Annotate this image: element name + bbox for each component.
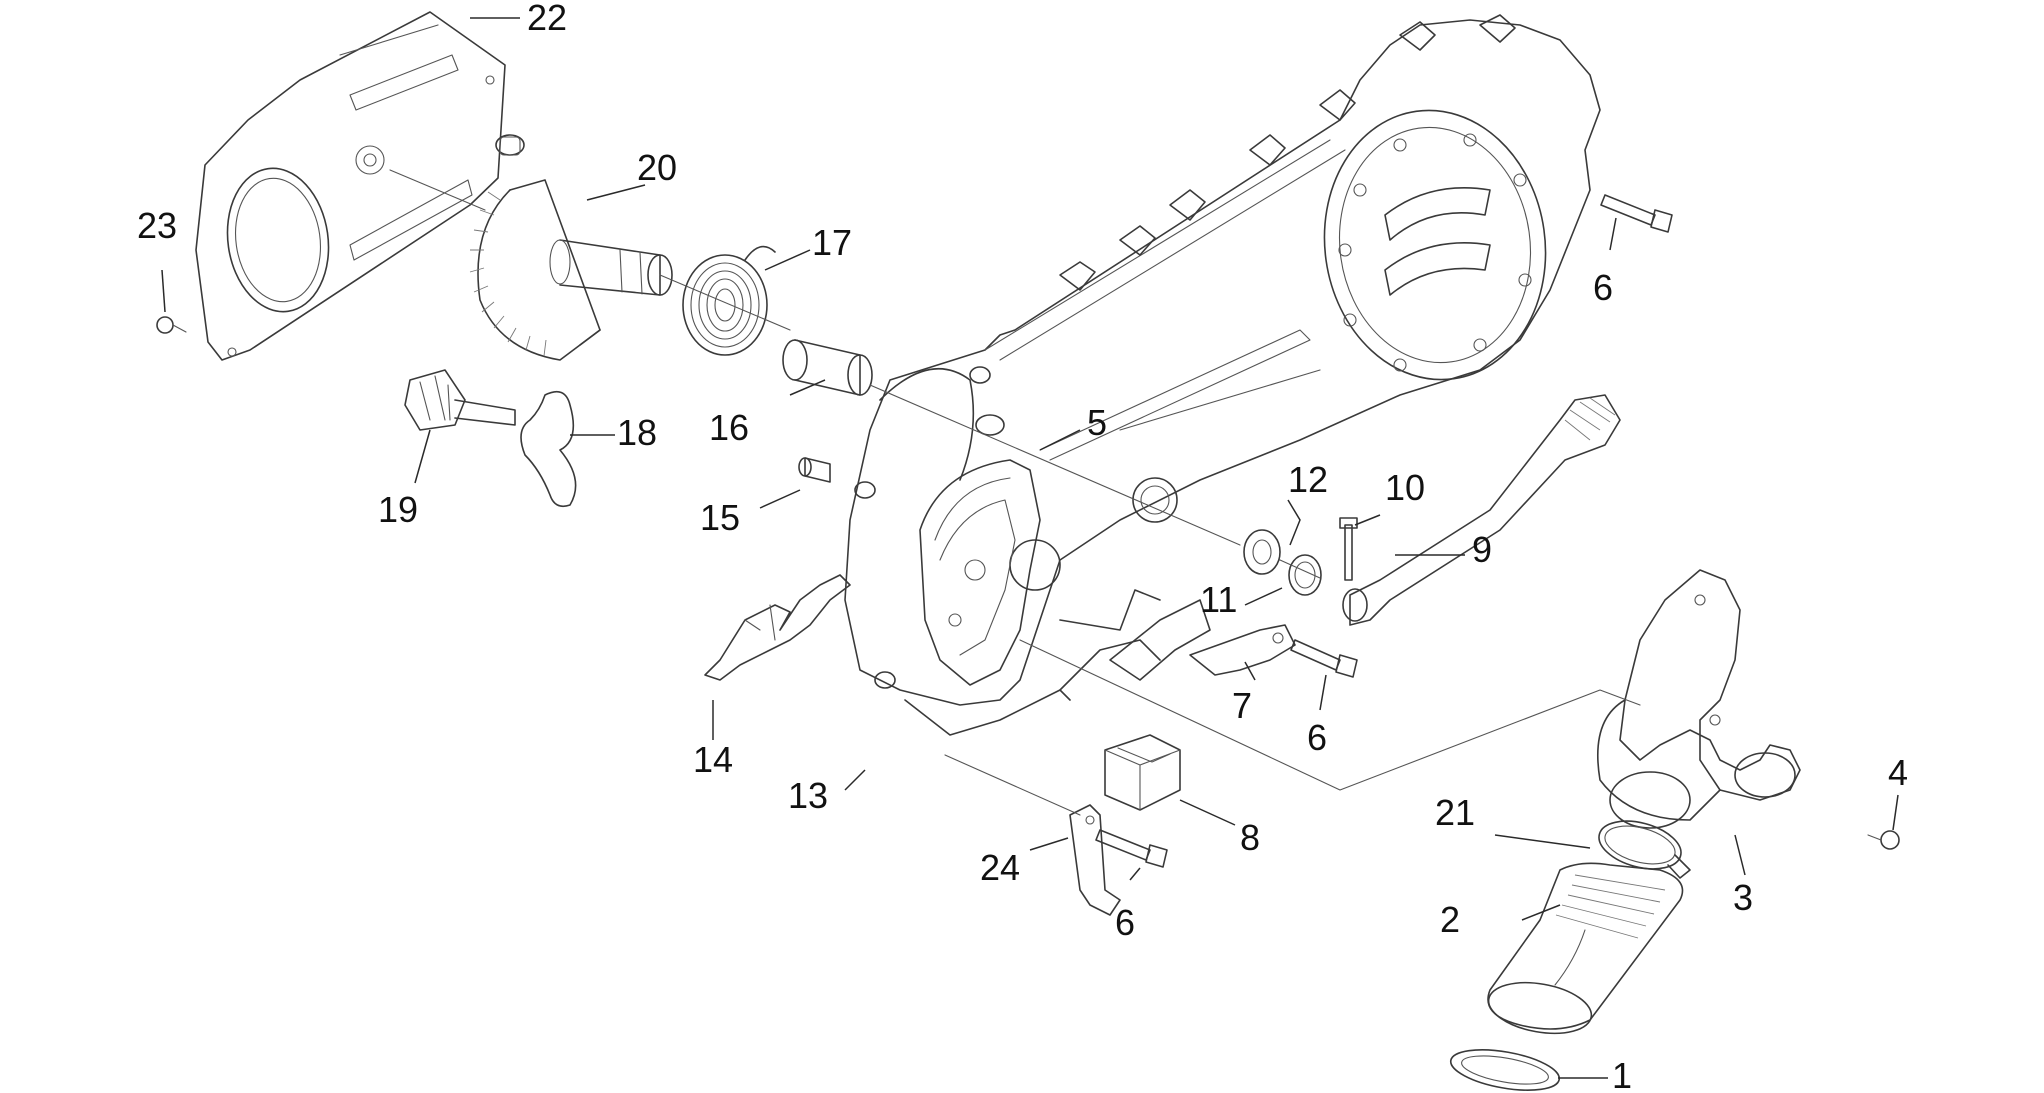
part-1-seal-ring	[1449, 1049, 1561, 1091]
callout-16: 16	[709, 407, 749, 448]
callout-11: 11	[1200, 579, 1237, 620]
callout-10: 10	[1385, 467, 1425, 508]
callout-5: 5	[1087, 402, 1107, 443]
part-21-clamp	[1598, 820, 1691, 879]
part-18-clip	[520, 390, 577, 508]
callout-6-bottom: 6	[1115, 902, 1135, 943]
callout-22: 22	[527, 0, 567, 38]
part-3-intake-housing	[1597, 569, 1801, 829]
part-6-bolt-bottom	[1095, 829, 1168, 868]
part-14-lever	[704, 574, 851, 681]
part-8-rubber-block	[1104, 734, 1181, 811]
callout-4: 4	[1888, 752, 1908, 793]
callout-2: 2	[1440, 899, 1460, 940]
part-11-seal	[1288, 554, 1322, 596]
callout-18: 18	[617, 412, 657, 453]
callout-19: 19	[378, 489, 418, 530]
callout-24: 24	[980, 847, 1020, 888]
callout-7: 7	[1232, 685, 1252, 726]
callout-15: 15	[700, 497, 740, 538]
part-23-screw	[156, 316, 187, 334]
leader-lines	[161, 17, 1899, 1079]
part-10-bolt	[1339, 517, 1358, 581]
part-22-cover-plate	[195, 11, 506, 361]
callout-17: 17	[812, 222, 852, 263]
part-9-kickstart-lever	[1342, 394, 1621, 626]
callout-14: 14	[693, 739, 733, 780]
part-5-sector-plate	[919, 459, 1041, 686]
callout-3: 3	[1733, 877, 1753, 918]
assembly-guide-lines	[389, 169, 1641, 816]
part-20-kickstart-gear-shaft	[469, 179, 673, 361]
callout-23: 23	[137, 205, 177, 246]
part-12-washer	[1243, 529, 1281, 575]
callout-6-top: 6	[1593, 267, 1613, 308]
callout-1: 1	[1612, 1055, 1632, 1093]
part-15-pin	[798, 457, 831, 483]
main-crankcase-cover	[844, 14, 1601, 736]
callout-13: 13	[788, 775, 828, 816]
part-2-intake-duct	[1487, 862, 1684, 1035]
part-6-bolt-top	[1600, 194, 1673, 233]
callout-6: 6	[1307, 717, 1327, 758]
callout-20: 20	[637, 147, 677, 188]
callout-21: 21	[1435, 792, 1475, 833]
callout-12: 12	[1288, 459, 1328, 500]
part-19-pinion	[404, 369, 516, 431]
callout-9: 9	[1472, 529, 1492, 570]
part-6-bolt-mid	[1290, 639, 1358, 678]
part-16-sleeve	[782, 339, 873, 396]
part-7-bracket	[1189, 624, 1296, 676]
small-bush	[495, 134, 525, 156]
callout-labels: 22 20 17 23 16 18 19 15 5 12 10 9 11 7 6…	[137, 0, 1908, 1093]
part-4-screw	[1867, 830, 1900, 850]
part-17-spring	[682, 245, 776, 356]
part-24-clip-bracket	[1069, 804, 1121, 916]
callout-8: 8	[1240, 817, 1260, 858]
